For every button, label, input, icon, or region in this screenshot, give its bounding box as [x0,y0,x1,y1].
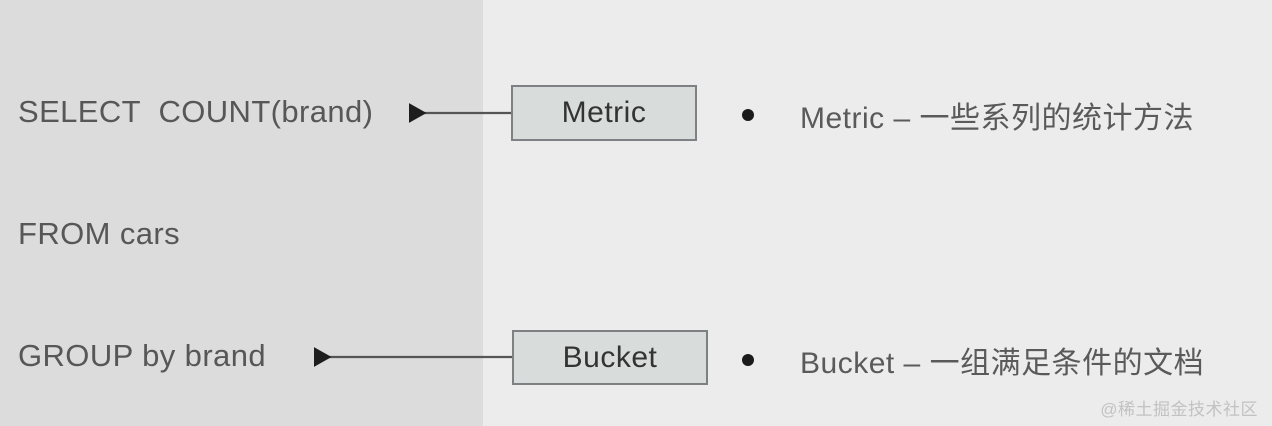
sql-line-group-by: GROUP by brand [18,338,266,373]
callout-box-metric-label: Metric [561,96,647,129]
definition-text-bucket: Bucket – 一组满足条件的文档 [800,347,1205,380]
sql-line-from: FROM cars [18,216,181,251]
callout-box-bucket-label: Bucket [562,340,658,374]
bullet-dot-icon [742,109,754,121]
definition-item-bucket: Bucket – 一组满足条件的文档 [742,338,1204,382]
definition-item-metric: Metric – 一些系列的统计方法 [742,93,1194,137]
sql-panel [0,0,483,426]
sql-line-select: SELECT COUNT(brand) [18,94,374,129]
bullet-dot-icon [742,354,754,366]
callout-box-metric: Metric [511,85,697,141]
watermark: @稀土掘金技术社区 [1100,400,1258,419]
callout-box-bucket: Bucket [512,330,708,385]
definition-text-metric: Metric – 一些系列的统计方法 [800,102,1195,135]
